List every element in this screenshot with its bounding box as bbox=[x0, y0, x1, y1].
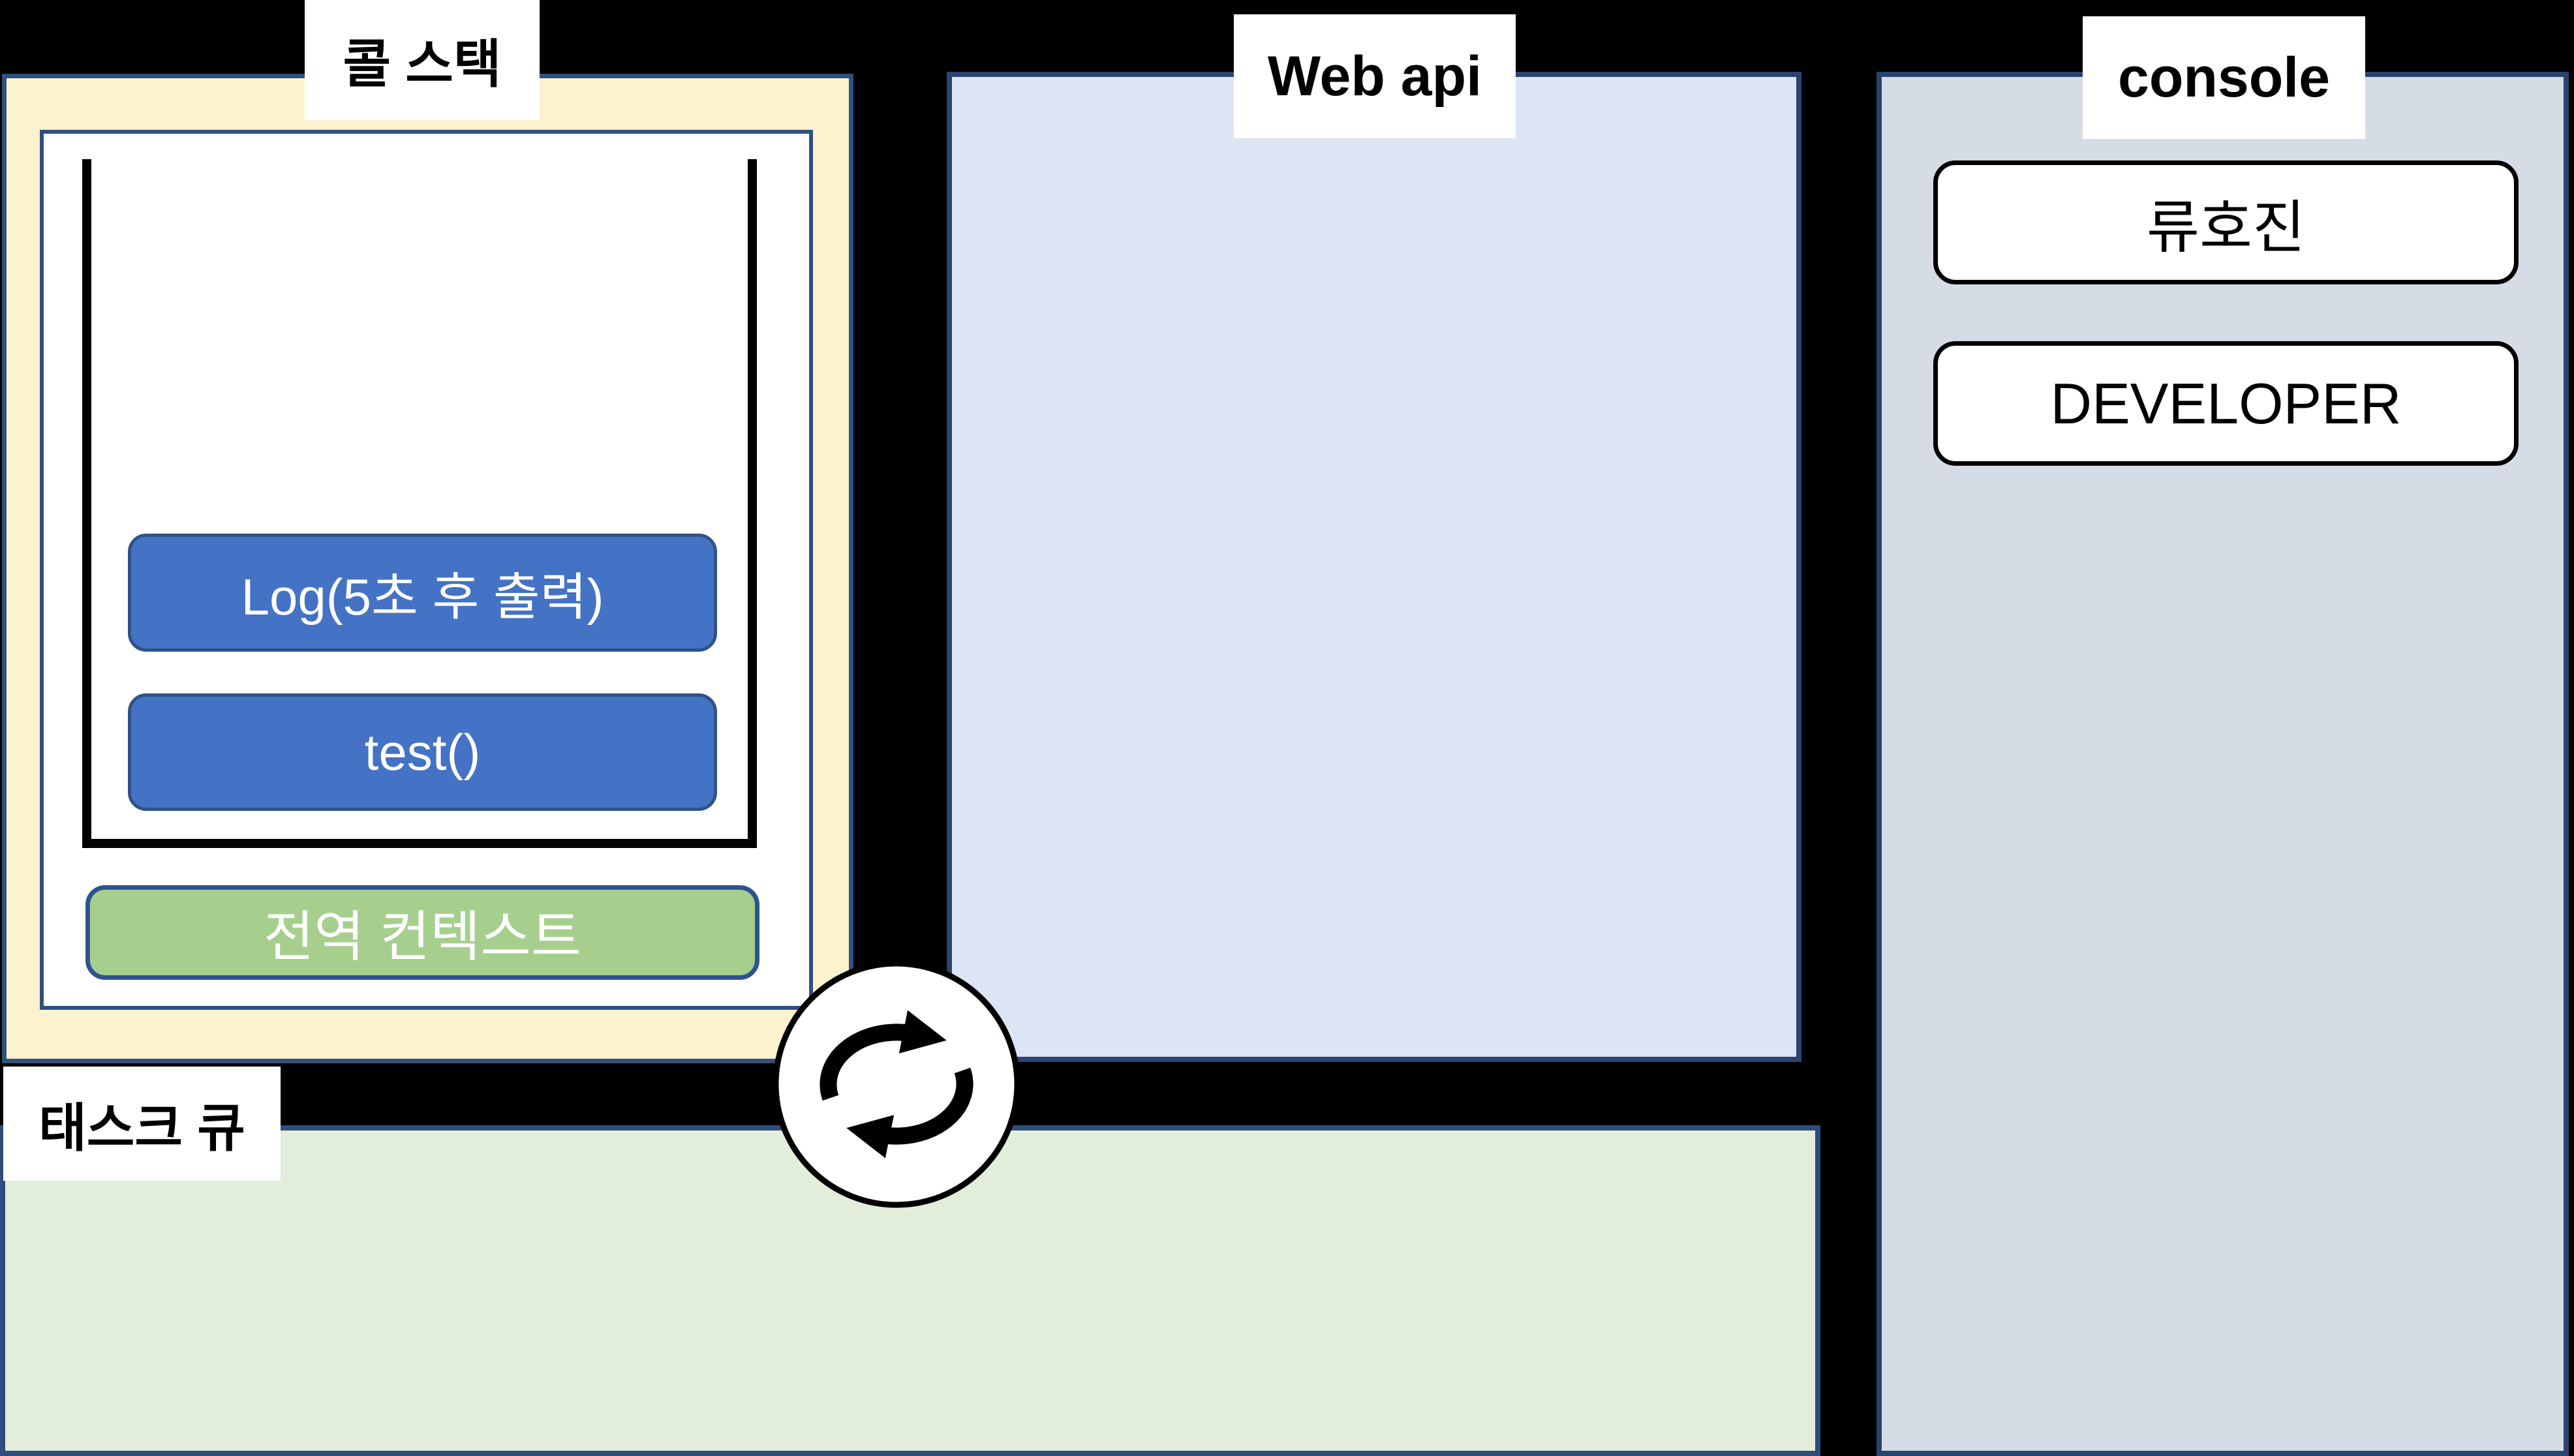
stack-frame-log: Log(5초 후 출력) bbox=[128, 534, 717, 652]
web-api-panel bbox=[947, 72, 1801, 1062]
call-stack-title: 콜 스택 bbox=[305, 0, 540, 120]
task-queue-title: 태스크 큐 bbox=[3, 1067, 281, 1181]
web-api-title: Web api bbox=[1234, 14, 1516, 138]
event-loop-cycle-icon bbox=[769, 957, 1024, 1211]
stack-frame-test: test() bbox=[128, 693, 717, 811]
console-output-entry: 류호진 bbox=[1933, 160, 2519, 284]
cycle-arrows-icon bbox=[773, 960, 1020, 1208]
console-output-entry: DEVELOPER bbox=[1933, 341, 2519, 466]
stack-outline bbox=[82, 159, 757, 848]
global-context-box: 전역 컨텍스트 bbox=[85, 885, 759, 980]
console-title: console bbox=[2083, 16, 2365, 139]
console-panel bbox=[1877, 72, 2569, 1456]
